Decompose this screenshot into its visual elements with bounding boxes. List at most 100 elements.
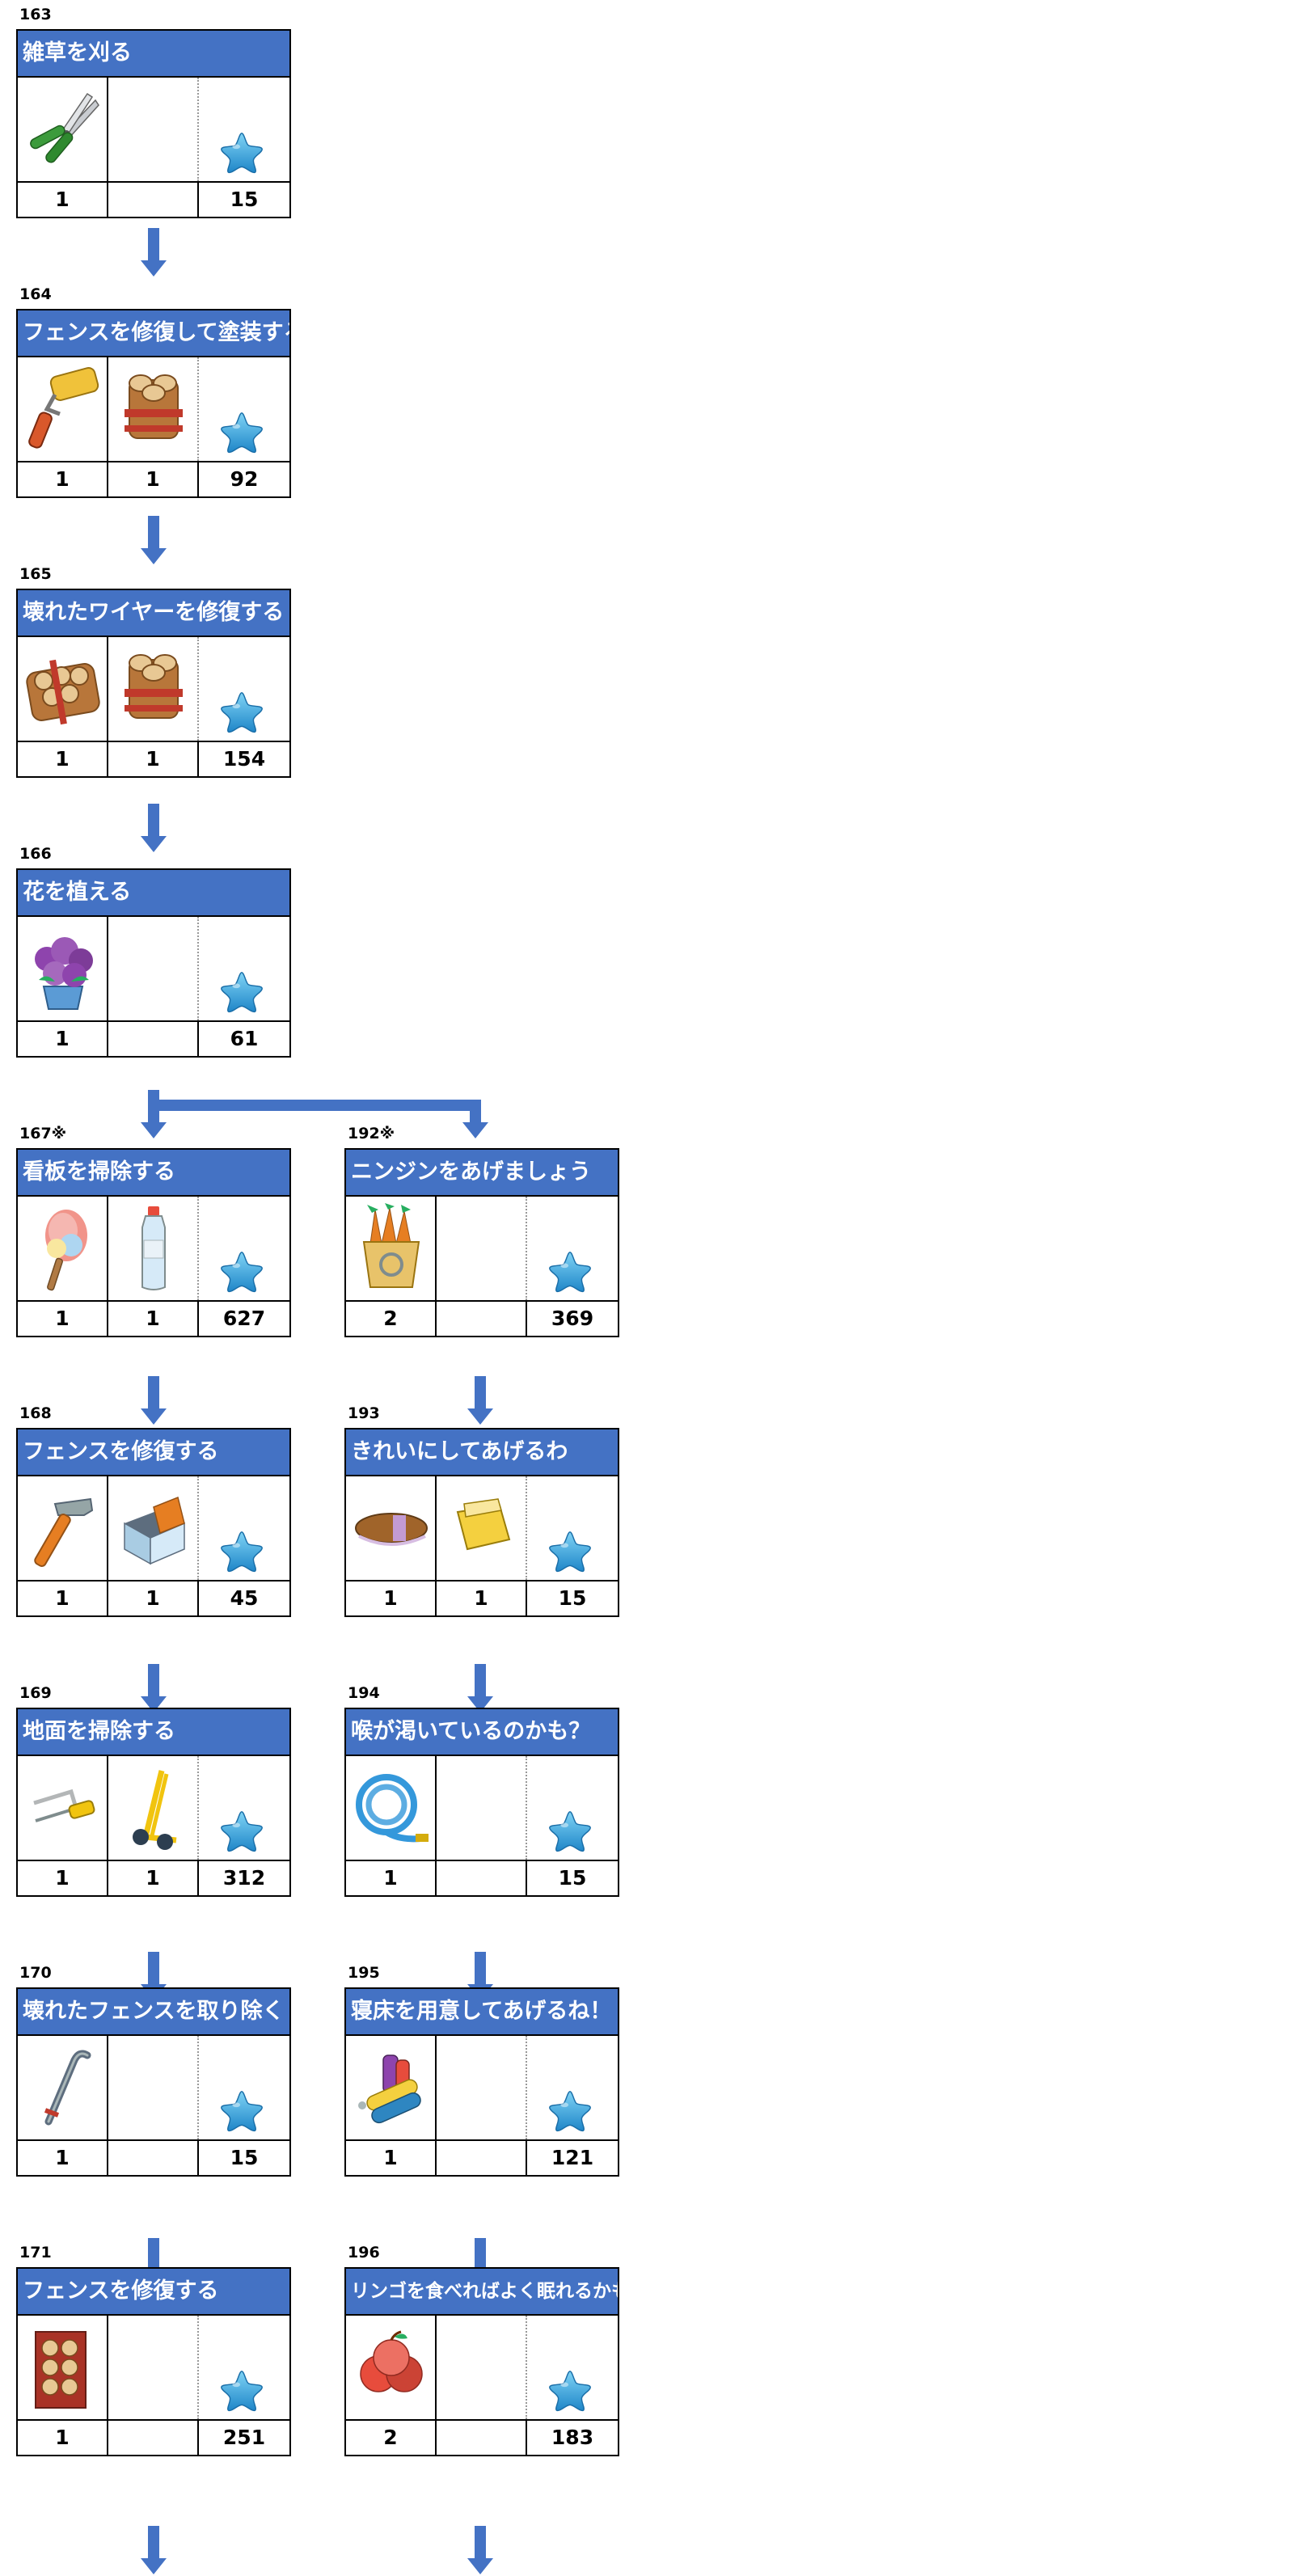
flow-arrow-icon <box>141 228 167 277</box>
task-number: 164 <box>19 285 52 303</box>
apples-icon <box>360 2330 423 2392</box>
item-count: 1 <box>108 1581 199 1615</box>
garden-shears-icon <box>30 92 99 163</box>
item-count <box>108 1022 199 1056</box>
item-count: 1 <box>18 1861 108 1895</box>
star-reward: 369 <box>551 1307 594 1330</box>
star-reward: 183 <box>551 2426 594 2449</box>
task-number: 196 <box>348 2244 380 2261</box>
item-count <box>437 1302 527 1336</box>
item-count <box>108 2141 199 2175</box>
item-count <box>437 1861 527 1895</box>
crowbar-icon <box>44 2050 91 2126</box>
task-number: 193 <box>348 1404 380 1422</box>
task-number: 166 <box>19 845 52 863</box>
star-reward: 154 <box>222 747 266 771</box>
task-number: 169 <box>19 1684 52 1702</box>
hacksaw-icon <box>33 1788 95 1822</box>
star-reward: 251 <box>222 2426 266 2449</box>
star-reward: 61 <box>230 1027 259 1050</box>
item-count: 1 <box>346 1581 437 1615</box>
sponge-cloth-icon <box>456 1498 511 1551</box>
hand-truck-icon <box>133 1770 177 1850</box>
flow-arrow-icon <box>141 2526 167 2574</box>
item-count <box>437 2141 527 2175</box>
star-reward: 15 <box>558 1866 587 1890</box>
log-rack-icon <box>35 2331 87 2409</box>
item-count: 1 <box>437 1581 527 1615</box>
fabric-rolls-icon <box>358 2054 421 2124</box>
star-reward: 15 <box>558 1586 587 1610</box>
item-count: 1 <box>18 1581 108 1615</box>
item-count <box>108 2421 199 2455</box>
task-title: 喉が渇いているのかも？ <box>346 1709 618 1756</box>
item-count: 1 <box>18 1302 108 1336</box>
star-icon <box>547 1808 593 1855</box>
item-count: 1 <box>108 1302 199 1336</box>
item-count: 1 <box>108 1861 199 1895</box>
flow-arrow-icon <box>467 1664 493 1712</box>
task-number: 163 <box>19 6 52 23</box>
flow-arrow-icon <box>141 1376 167 1425</box>
log-bundle-icon <box>26 659 100 725</box>
item-count: 1 <box>18 183 108 217</box>
star-icon <box>218 1528 265 1575</box>
task-number: 192※ <box>348 1125 395 1142</box>
tied-logs-icon <box>125 374 183 439</box>
task-title: 地面を掃除する <box>18 1709 289 1756</box>
task-title: 壊れたワイヤーを修復する <box>18 590 289 637</box>
flow-arrow-icon <box>467 2526 493 2574</box>
flow-arrow-icon <box>141 804 167 852</box>
item-count: 2 <box>346 2421 437 2455</box>
tied-logs-icon <box>125 654 183 719</box>
task-number: 170 <box>19 1964 52 1982</box>
task-title: 花を植える <box>18 870 289 917</box>
item-count: 1 <box>108 462 199 496</box>
task-number: 165 <box>19 565 52 583</box>
star-icon <box>218 129 265 176</box>
star-reward: 627 <box>222 1307 266 1330</box>
task-number: 167※ <box>19 1125 67 1142</box>
item-count: 1 <box>18 742 108 776</box>
star-reward: 92 <box>230 467 259 491</box>
star-reward: 15 <box>230 188 259 211</box>
star-reward: 312 <box>222 1866 266 1890</box>
star-icon <box>547 1528 593 1575</box>
star-icon <box>218 2367 265 2414</box>
task-title: フェンスを修復する <box>18 1429 289 1476</box>
task-title: きれいにしてあげるわ <box>346 1429 618 1476</box>
flow-arrow-icon <box>141 1664 167 1712</box>
carrot-basket-icon <box>362 1203 420 1288</box>
item-count <box>437 2421 527 2455</box>
task-title: 寝床を用意してあげるね！ <box>346 1989 618 2036</box>
flow-arrow-icon <box>141 516 167 564</box>
item-count: 1 <box>346 1861 437 1895</box>
star-reward: 45 <box>230 1586 259 1610</box>
item-count: 1 <box>18 462 108 496</box>
star-icon <box>547 1248 593 1295</box>
star-icon <box>218 409 265 456</box>
paint-roller-icon <box>28 367 99 449</box>
brush-icon <box>355 1513 428 1546</box>
star-icon <box>218 1808 265 1855</box>
item-count: 1 <box>108 742 199 776</box>
task-number: 171 <box>19 2244 52 2261</box>
item-count: 1 <box>18 2421 108 2455</box>
task-number: 168 <box>19 1404 52 1422</box>
nail-box-icon <box>124 1496 185 1565</box>
item-count: 2 <box>346 1302 437 1336</box>
task-title: ニンジンをあげましょう <box>346 1150 618 1197</box>
feather-duster-icon <box>45 1210 87 1291</box>
star-icon <box>218 969 265 1016</box>
task-title: フェンスを修復する <box>18 2269 289 2316</box>
task-title: 雑草を刈る <box>18 31 289 78</box>
task-title: リンゴを食べればよく眠れるかも <box>346 2269 618 2316</box>
star-reward: 15 <box>230 2146 259 2169</box>
branch-arrow-icon <box>141 1090 488 1138</box>
task-number: 195 <box>348 1964 380 1982</box>
star-icon <box>218 1248 265 1295</box>
item-count <box>108 183 199 217</box>
flower-pot-icon <box>35 937 93 1010</box>
star-icon <box>547 2088 593 2135</box>
hammer-icon <box>34 1497 94 1567</box>
